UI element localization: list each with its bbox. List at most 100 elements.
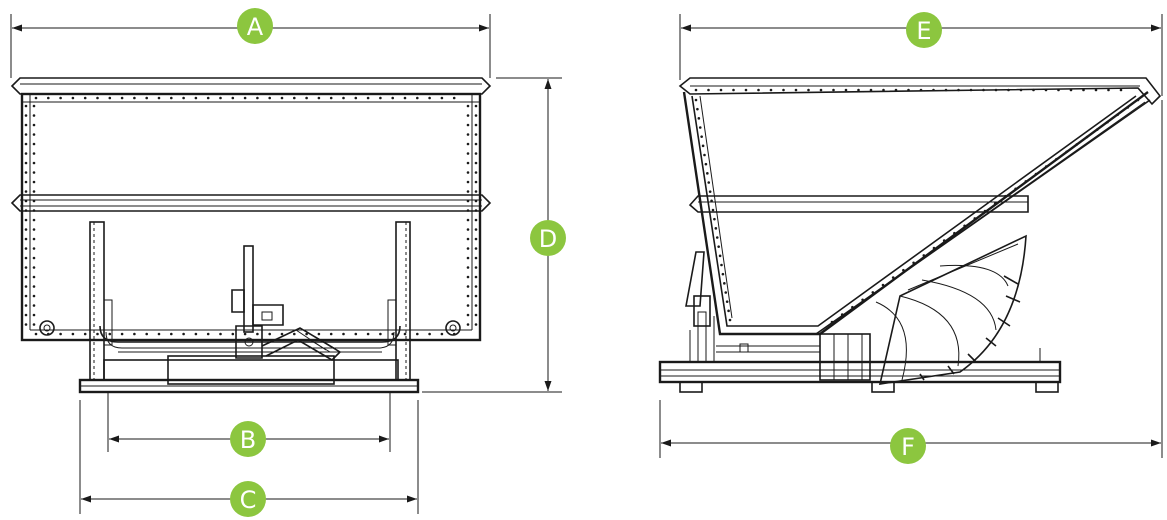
rivet-dot (170, 332, 173, 336)
rivet-dot (24, 171, 28, 174)
rivet-dot (882, 88, 885, 92)
rivet-dot (819, 88, 823, 92)
rivet-dot (830, 320, 834, 324)
rivet-dot (34, 332, 38, 336)
rivet-dot (206, 332, 210, 336)
rivet-dot (32, 123, 36, 127)
rivet-dot (71, 96, 75, 100)
rivet-dot (466, 294, 470, 298)
rivet-dot (24, 123, 28, 127)
rivet-dot (24, 161, 28, 165)
rivet-dot (182, 96, 185, 100)
rivet-dot (794, 88, 798, 92)
rivet-dot (953, 231, 956, 235)
rivet-dot (697, 117, 701, 120)
rivet-dot (440, 96, 444, 100)
rivet-dot (744, 88, 748, 92)
rivet-dot (32, 313, 36, 317)
rivet-dot (24, 180, 28, 184)
rivet-dot (840, 313, 844, 316)
rivet-dot (728, 318, 732, 322)
rivet-dot (715, 236, 719, 239)
rivet-dot (957, 88, 960, 92)
rivet-dot (24, 237, 28, 241)
rivet-dot (466, 190, 470, 193)
rivet-dot (243, 332, 247, 336)
rivet-dot (474, 237, 478, 241)
rivet-dot (1126, 106, 1130, 109)
rivet-dot (891, 276, 895, 279)
rivet-dot (474, 114, 478, 117)
badge-e: E (906, 12, 942, 48)
rivet-dot (727, 309, 730, 313)
rivet-dot (452, 96, 456, 100)
rivet-dot (194, 332, 198, 336)
rivet-dot (1116, 113, 1119, 117)
rivet-dot (871, 291, 875, 294)
rivet-dot (194, 96, 198, 100)
front-pivot-right (445, 320, 461, 336)
rivet-dot (32, 294, 36, 298)
rivet-dot (881, 283, 885, 287)
rivet-dot (157, 96, 161, 100)
rivet-dot (474, 104, 478, 108)
rivet-dot (32, 247, 36, 250)
rivet-dot (1094, 88, 1098, 92)
rivet-dot (120, 332, 124, 336)
rivet-dot (466, 275, 470, 279)
rivet-dot (133, 96, 136, 100)
rivet-dot (24, 323, 28, 326)
rivet-dot (732, 88, 735, 92)
rivet-dot (832, 88, 835, 92)
rivet-dot (24, 152, 28, 155)
rivet-dot (1065, 150, 1068, 154)
rivet-dot (24, 256, 28, 260)
rivet-dot (32, 285, 36, 288)
front-cradle (99, 325, 401, 353)
rivet-dot (32, 104, 36, 108)
rivet-dot (994, 88, 998, 92)
rivet-dot (96, 96, 99, 100)
rivet-dot (1024, 180, 1028, 183)
rivet-dot (711, 208, 715, 212)
front-rivets (24, 96, 478, 336)
side-middle-band (688, 195, 1029, 213)
rivet-dot (34, 96, 38, 100)
rivet-dot (769, 88, 773, 92)
rivet-dot (474, 180, 478, 184)
rivet-dot (963, 224, 966, 228)
rivet-dot (24, 285, 28, 288)
front-pivot-left (39, 320, 55, 336)
rivet-dot (1085, 135, 1089, 139)
rivet-dot (466, 180, 470, 184)
badge-b-label: B (240, 426, 256, 454)
badge-a-circle (237, 8, 273, 44)
badge-c-circle (230, 481, 266, 517)
rivet-dot (145, 96, 148, 100)
rivet-dot (24, 228, 28, 231)
badge-a: A (237, 8, 273, 44)
rivet-dot (145, 332, 148, 336)
rivet-dot (704, 162, 708, 166)
rivet-dot (428, 96, 431, 100)
rivet-dot (844, 88, 848, 92)
rivet-dot (305, 96, 308, 100)
rivet-dot (329, 332, 333, 336)
rivet-dot (466, 152, 470, 155)
rivet-dot (32, 228, 36, 231)
rivet-dot (120, 96, 124, 100)
rivet-dot (231, 96, 235, 100)
rivet-dot (329, 96, 333, 100)
rivet-dot (32, 114, 36, 117)
rivet-dot (466, 256, 470, 260)
rivet-dot (701, 144, 705, 148)
rivet-dot (1055, 157, 1058, 161)
rivet-dot (466, 104, 470, 108)
rivet-dot (32, 161, 36, 165)
rivet-dot (32, 256, 36, 260)
rivet-dot (922, 254, 926, 257)
rivet-dot (32, 237, 36, 241)
rivet-dot (700, 135, 703, 138)
rivet-dot (32, 133, 36, 136)
